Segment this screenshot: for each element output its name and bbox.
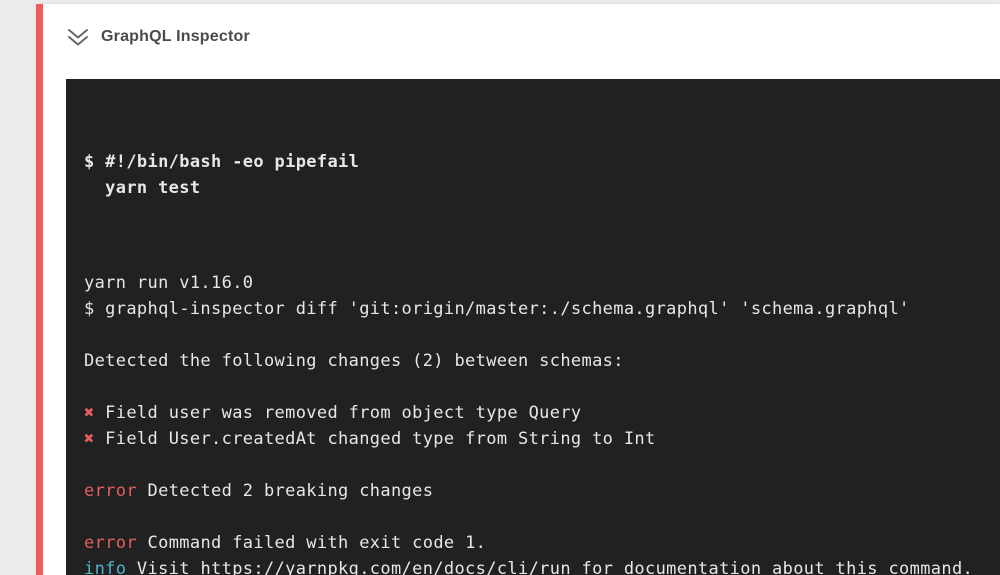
- terminal-output-line: [84, 374, 982, 400]
- terminal-text: Field User.createdAt changed type from S…: [94, 429, 656, 449]
- terminal-text: $ graphql-inspector diff 'git:origin/mas…: [84, 299, 910, 319]
- terminal-command-line: $ #!/bin/bash -eo pipefail: [84, 152, 360, 172]
- terminal-text: Detected 2 breaking changes: [136, 481, 434, 501]
- terminal-text: Command failed with exit code 1.: [136, 533, 487, 553]
- step-title: GraphQL Inspector: [101, 28, 250, 45]
- terminal-output-line: ✖ Field user was removed from object typ…: [84, 400, 982, 426]
- terminal-red-text: error: [84, 481, 137, 501]
- build-step-card: GraphQL Inspector $ #!/bin/bash -eo pipe…: [36, 3, 1000, 575]
- terminal-output-line: [84, 322, 982, 348]
- terminal-command-block: $ #!/bin/bash -eo pipefail yarn test: [84, 149, 982, 201]
- terminal-output-line: error Detected 2 breaking changes: [84, 478, 982, 504]
- terminal-cyan-text: info: [84, 559, 127, 575]
- terminal-output-line: [84, 504, 982, 530]
- terminal-command-line: yarn test: [84, 178, 201, 198]
- terminal-text: Field user was removed from object type …: [94, 403, 582, 423]
- terminal-output-line: [84, 452, 982, 478]
- step-header[interactable]: GraphQL Inspector: [43, 4, 1000, 48]
- terminal-output-line: info Visit https://yarnpkg.com/en/docs/c…: [84, 556, 982, 575]
- build-step-graphql-inspector: GraphQL Inspector $ #!/bin/bash -eo pipe…: [36, 4, 1000, 575]
- terminal-text: Detected the following changes (2) betwe…: [84, 351, 624, 371]
- terminal-output-line: ✖ Field User.createdAt changed type from…: [84, 426, 982, 452]
- terminal-red-text: ✖: [84, 429, 95, 449]
- terminal-text: Visit https://yarnpkg.com/en/docs/cli/ru…: [126, 559, 974, 575]
- terminal-output-line: $ graphql-inspector diff 'git:origin/mas…: [84, 296, 982, 322]
- terminal-output-block: yarn run v1.16.0 $ graphql-inspector diff…: [84, 270, 982, 575]
- terminal-red-text: error: [84, 533, 137, 553]
- terminal-output-line: Detected the following changes (2) betwe…: [84, 348, 982, 374]
- double-chevron-down-icon[interactable]: [66, 26, 90, 48]
- terminal-output-line: yarn run v1.16.0: [84, 270, 982, 296]
- terminal-text: yarn run v1.16.0: [84, 273, 254, 293]
- terminal-output: $ #!/bin/bash -eo pipefail yarn test yar…: [66, 79, 1000, 575]
- terminal-red-text: ✖: [84, 403, 95, 423]
- terminal-output-line: error Command failed with exit code 1.: [84, 530, 982, 556]
